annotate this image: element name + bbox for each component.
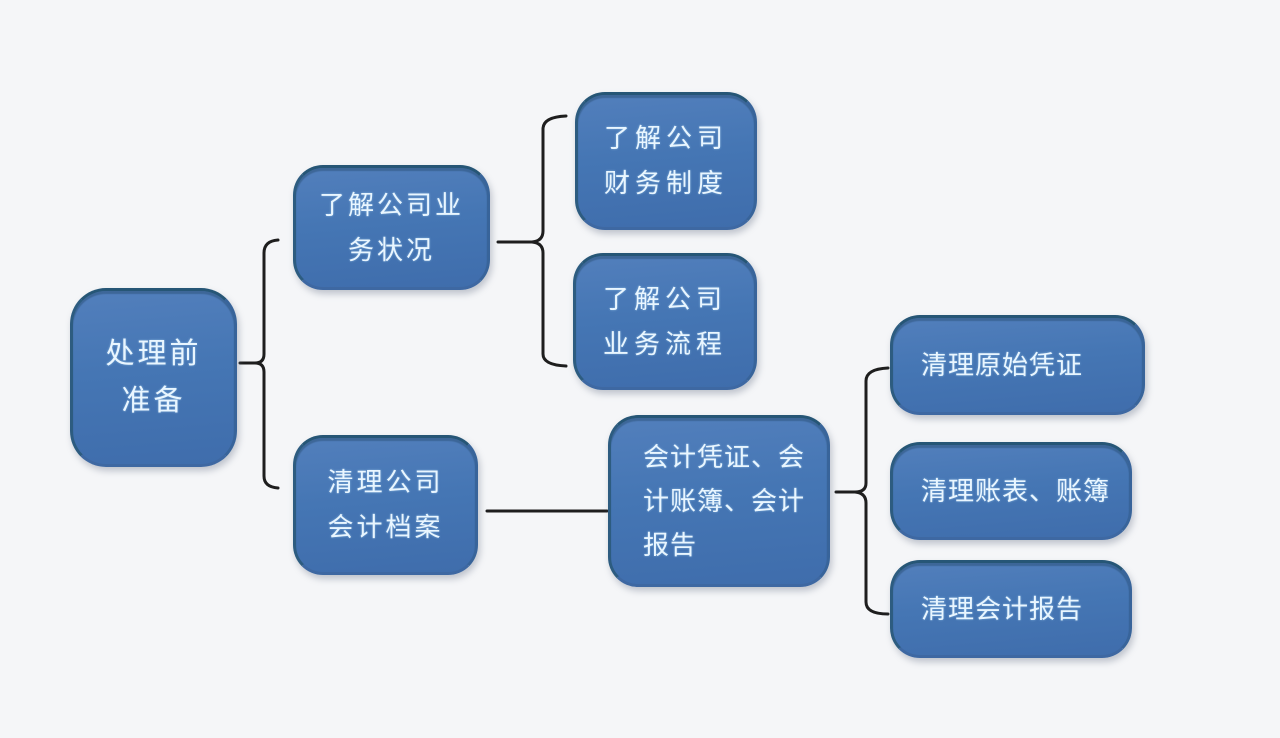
node-text-line: 财务制度 bbox=[603, 168, 728, 198]
node-accounting-vouchers-books-reports: 会计凭证、会 计账簿、会计 报告 bbox=[608, 415, 830, 587]
node-text-line: 了解公司 bbox=[602, 283, 727, 314]
node-understand-company-business-process: 了解公司 业务流程 bbox=[573, 253, 757, 390]
node-text-line: 会计档案 bbox=[327, 512, 444, 542]
node-preparation-before-processing: 处理前 准备 bbox=[70, 288, 237, 467]
node-text-line: 清理原始凭证 bbox=[921, 349, 1084, 380]
node-text-line: 清理会计报告 bbox=[921, 593, 1084, 624]
node-text-line: 了解公司业 bbox=[318, 189, 464, 220]
node-understand-company-business-status: 了解公司业 务状况 bbox=[293, 165, 490, 290]
node-text-line: 报告 bbox=[643, 530, 698, 560]
node-cleanup-accounting-reports: 清理会计报告 bbox=[890, 560, 1132, 658]
connector-vouchers-brace bbox=[853, 366, 890, 616]
node-text-line: 业务流程 bbox=[602, 328, 727, 359]
node-text-line: 会计凭证、会 bbox=[643, 442, 806, 472]
node-understand-company-financial-system: 了解公司 财务制度 bbox=[575, 92, 757, 230]
node-cleanup-company-accounting-archives: 清理公司 会计档案 bbox=[293, 435, 478, 575]
node-text-line: 计账簿、会计 bbox=[643, 486, 806, 516]
node-cleanup-original-vouchers: 清理原始凭证 bbox=[890, 315, 1145, 415]
node-text-line: 处理前 bbox=[105, 337, 202, 370]
node-cleanup-account-statements-books: 清理账表、账簿 bbox=[890, 442, 1132, 540]
node-text-line: 清理公司 bbox=[327, 467, 444, 497]
connector-business-status-brace bbox=[530, 114, 568, 368]
node-text-line: 务状况 bbox=[347, 234, 435, 265]
node-text-line: 清理账表、账簿 bbox=[921, 475, 1111, 506]
node-text-line: 准备 bbox=[121, 384, 186, 417]
node-text-line: 了解公司 bbox=[603, 123, 728, 153]
connector-root-brace bbox=[253, 238, 280, 490]
